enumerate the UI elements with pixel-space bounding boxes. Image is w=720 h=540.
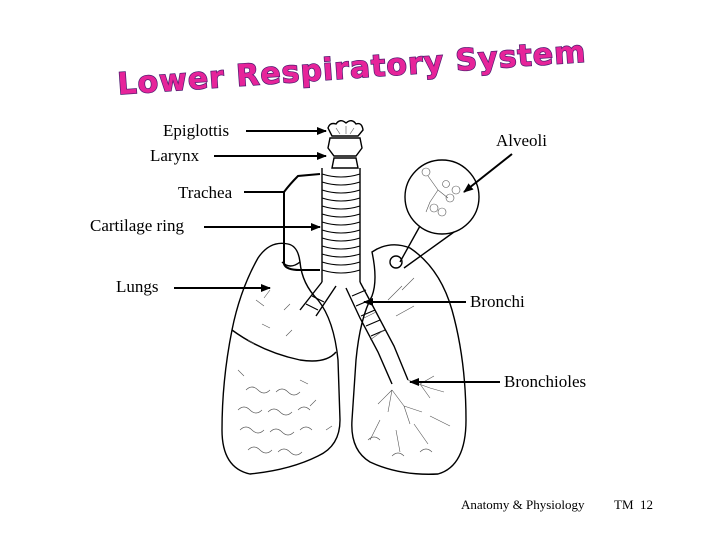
larynx-shape	[327, 120, 364, 169]
lung-right	[351, 244, 467, 475]
label-trachea-text: Trachea	[178, 183, 233, 202]
label-larynx: Larynx	[150, 146, 327, 165]
label-larynx-text: Larynx	[150, 146, 200, 165]
trachea-shape	[321, 168, 361, 282]
label-trachea: Trachea	[178, 173, 321, 271]
diagram-title: Lower Respiratory System	[116, 35, 587, 103]
label-cartilage-ring: Cartilage ring	[90, 216, 321, 235]
label-lungs: Lungs	[116, 277, 271, 296]
label-cartilage-ring-text: Cartilage ring	[90, 216, 184, 235]
label-bronchioles-text: Bronchioles	[504, 372, 586, 391]
label-alveoli-text: Alveoli	[496, 131, 547, 150]
label-alveoli: Alveoli	[463, 131, 547, 193]
label-bronchi-text: Bronchi	[470, 292, 525, 311]
label-epiglottis: Epiglottis	[163, 121, 327, 140]
bronchi-shape	[299, 281, 409, 385]
anatomy-illustration	[221, 120, 480, 475]
label-bronchioles: Bronchioles	[409, 372, 586, 391]
footer-course: Anatomy & Physiology	[461, 497, 585, 512]
label-bronchi: Bronchi	[363, 292, 525, 311]
alveoli-inset	[389, 159, 480, 269]
label-epiglottis-text: Epiglottis	[163, 121, 229, 140]
label-lungs-text: Lungs	[116, 277, 159, 296]
footer-page-number: TM 12	[614, 497, 653, 512]
